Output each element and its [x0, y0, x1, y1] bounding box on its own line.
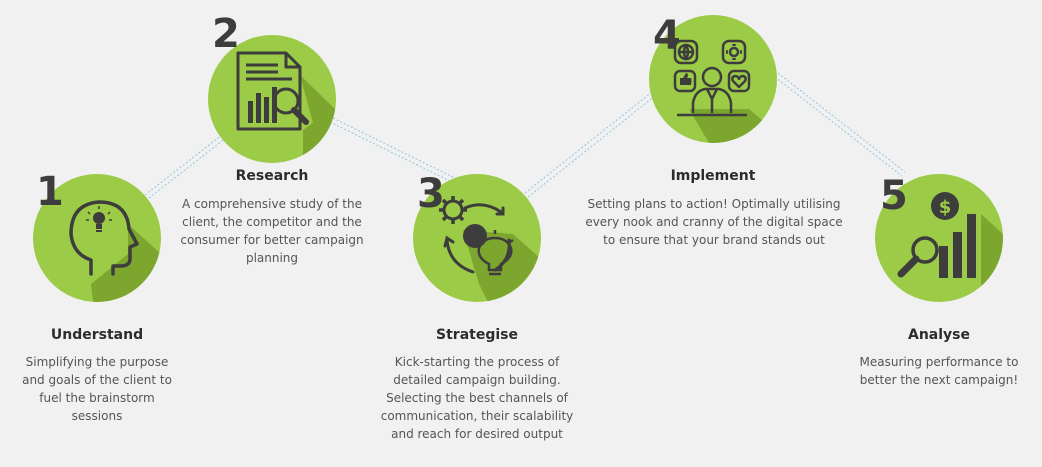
step-number: 4 [653, 13, 681, 59]
step-5-circle: $ [875, 174, 1003, 302]
step-2-circle [208, 35, 336, 163]
step-description: Kick-starting the process of detailed ca… [380, 355, 574, 441]
step-number: 2 [212, 11, 240, 57]
step-description: A comprehensive study of the client, the… [180, 197, 364, 265]
step-description: Simplifying the purpose and goals of the… [22, 355, 172, 423]
step-number: 5 [880, 173, 908, 219]
step-title: Strategise [436, 327, 518, 343]
step-description: Measuring performance to better the next… [859, 355, 1019, 387]
document-magnifier-icon [236, 51, 309, 131]
gear-bulb-cycle-icon [439, 196, 514, 276]
step-title: Research [235, 168, 309, 184]
step-4-circle [649, 15, 777, 143]
dollar-growth-chart-icon: $ [897, 192, 976, 278]
step-title: Understand [50, 327, 144, 343]
step-number: 1 [36, 169, 64, 215]
step-title: Analyse [907, 327, 970, 343]
step-3-circle [413, 174, 541, 302]
step-description: Setting plans to action! Optimally utili… [585, 197, 843, 247]
svg-text:$: $ [939, 197, 952, 218]
step-number: 3 [417, 171, 445, 217]
head-lightbulb-icon [69, 200, 139, 276]
step-1-circle [33, 174, 161, 302]
step-title: Implement [670, 168, 756, 184]
person-social-icons-icon [673, 39, 751, 117]
